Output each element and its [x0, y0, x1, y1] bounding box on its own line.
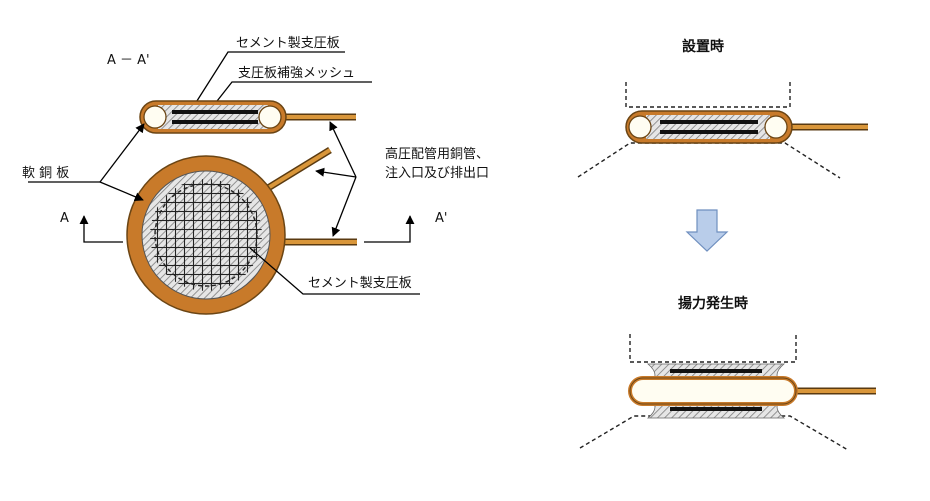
- label-pipe-line1: 高圧配管用銅管、: [385, 146, 489, 162]
- install-state-view: [577, 82, 868, 179]
- lift-state-view: [579, 334, 876, 451]
- label-cement-top: セメント製支圧板: [236, 36, 340, 51]
- label-pipe-line2: 注入口及び排出口: [385, 166, 489, 181]
- label-mesh: 支圧板補強メッシュ: [238, 66, 355, 81]
- label-soft-copper: 軟 銅 板: [22, 165, 69, 181]
- marker-a: A: [60, 211, 69, 226]
- title-lift: 揚力発生時: [678, 295, 748, 312]
- marker-a-prime: A': [435, 211, 447, 226]
- marker-a-prime-arrow: [364, 215, 415, 243]
- leader-cement-center: [249, 247, 420, 295]
- down-arrow-icon: [685, 209, 729, 252]
- section-title: A － A': [107, 53, 150, 68]
- marker-a-arrow: [79, 215, 123, 243]
- label-cement-center: セメント製支圧板: [308, 276, 412, 291]
- cross-section-top: [139, 100, 356, 134]
- leader-cement-top: [194, 51, 345, 105]
- plan-view-disc: [126, 147, 357, 315]
- title-install: 設置時: [682, 38, 724, 55]
- leader-pipe: [315, 121, 357, 237]
- leader-soft-copper: [28, 123, 145, 202]
